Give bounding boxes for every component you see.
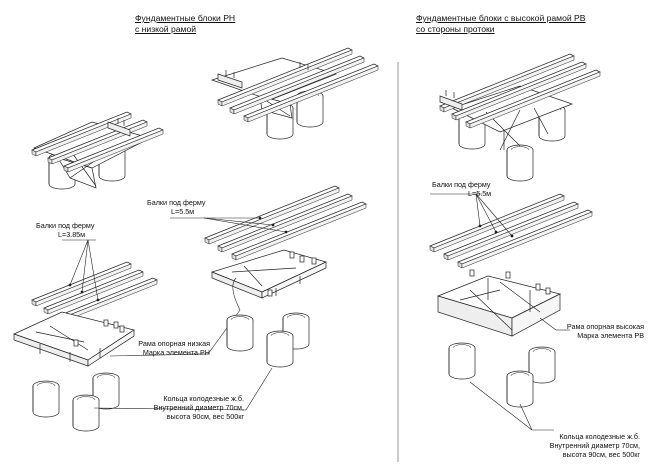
right-title: Фундаментные блоки с высокой рамой РВ со… [416, 13, 586, 35]
label-rings-left-line1: Кольца колодезные ж.б. [163, 394, 244, 403]
exploded-beams-long [204, 185, 367, 261]
label-beams-short-line1: Балки под ферму [36, 221, 95, 230]
label-frame-high-line2: Марка элемента РВ [577, 331, 644, 340]
label-beams-right: Балки под ферму L=5.5м [432, 180, 491, 198]
leader-rings-right [469, 381, 554, 431]
right-title-line2: со стороны протоки [416, 24, 495, 34]
left-title: Фундаментные блоки РН с низкой рамой [135, 13, 235, 35]
leader-frame-high [539, 317, 570, 331]
low-frame-left [13, 311, 135, 367]
label-frame-low-line2: Марка элемента РН [142, 348, 210, 357]
label-beams-right-line1: Балки под ферму [432, 180, 491, 189]
label-beams-short-line2: L=3.85м [58, 230, 86, 239]
label-beams-short: Балки под ферму L=3.85м [36, 221, 95, 239]
assembled-low-unit-small [31, 111, 164, 190]
label-rings-right-line3: высота 90см, вес 500кг [562, 450, 640, 459]
label-rings-right-line1: Кольца колодезные ж.б. [559, 432, 640, 441]
leader-rings-left [93, 367, 273, 411]
label-frame-low-line1: Рама опорная низкая [138, 339, 210, 348]
label-rings-left-line3: высота 90см, вес 500кг [166, 412, 244, 421]
label-beams-long-line2: L=5.5м [171, 207, 195, 216]
assembled-low-unit-large [210, 47, 379, 140]
label-rings-right-line2: Внутренний диаметр 70см, [549, 441, 640, 450]
leader-beams-short [62, 239, 99, 301]
exploded-beams-right [429, 193, 593, 269]
label-rings-left-line2: Внутренний диаметр 70см, [153, 403, 244, 412]
label-beams-long-line1: Балки под ферму [147, 198, 206, 207]
label-beams-long: Балки под ферму L=5.5м [147, 198, 206, 216]
label-frame-high-line1: Рама опорная высокая [566, 322, 644, 331]
label-rings-left: Кольца колодезные ж.б. Внутренний диамет… [150, 394, 244, 421]
leader-beams-long [170, 217, 287, 233]
left-title-line2: с низкой рамой [135, 24, 197, 34]
assembled-high-unit [439, 53, 601, 182]
label-beams-right-line2: L=5.5м [468, 189, 492, 198]
leader-beams-right [430, 193, 513, 237]
label-frame-low: Рама опорная низкая Марка элемента РН [128, 339, 210, 357]
label-rings-right: Кольца колодезные ж.б. Внутренний диамет… [546, 432, 640, 459]
rings-right [448, 342, 556, 408]
exploded-beams-short [31, 261, 158, 323]
low-frame-center [210, 249, 327, 299]
left-title-line1: Фундаментные блоки РН [135, 13, 236, 23]
label-frame-high: Рама опорная высокая Марка элемента РВ [560, 322, 644, 340]
high-frame-right [436, 269, 562, 337]
right-title-line1: Фундаментные блоки с высокой рамой РВ [416, 13, 586, 23]
